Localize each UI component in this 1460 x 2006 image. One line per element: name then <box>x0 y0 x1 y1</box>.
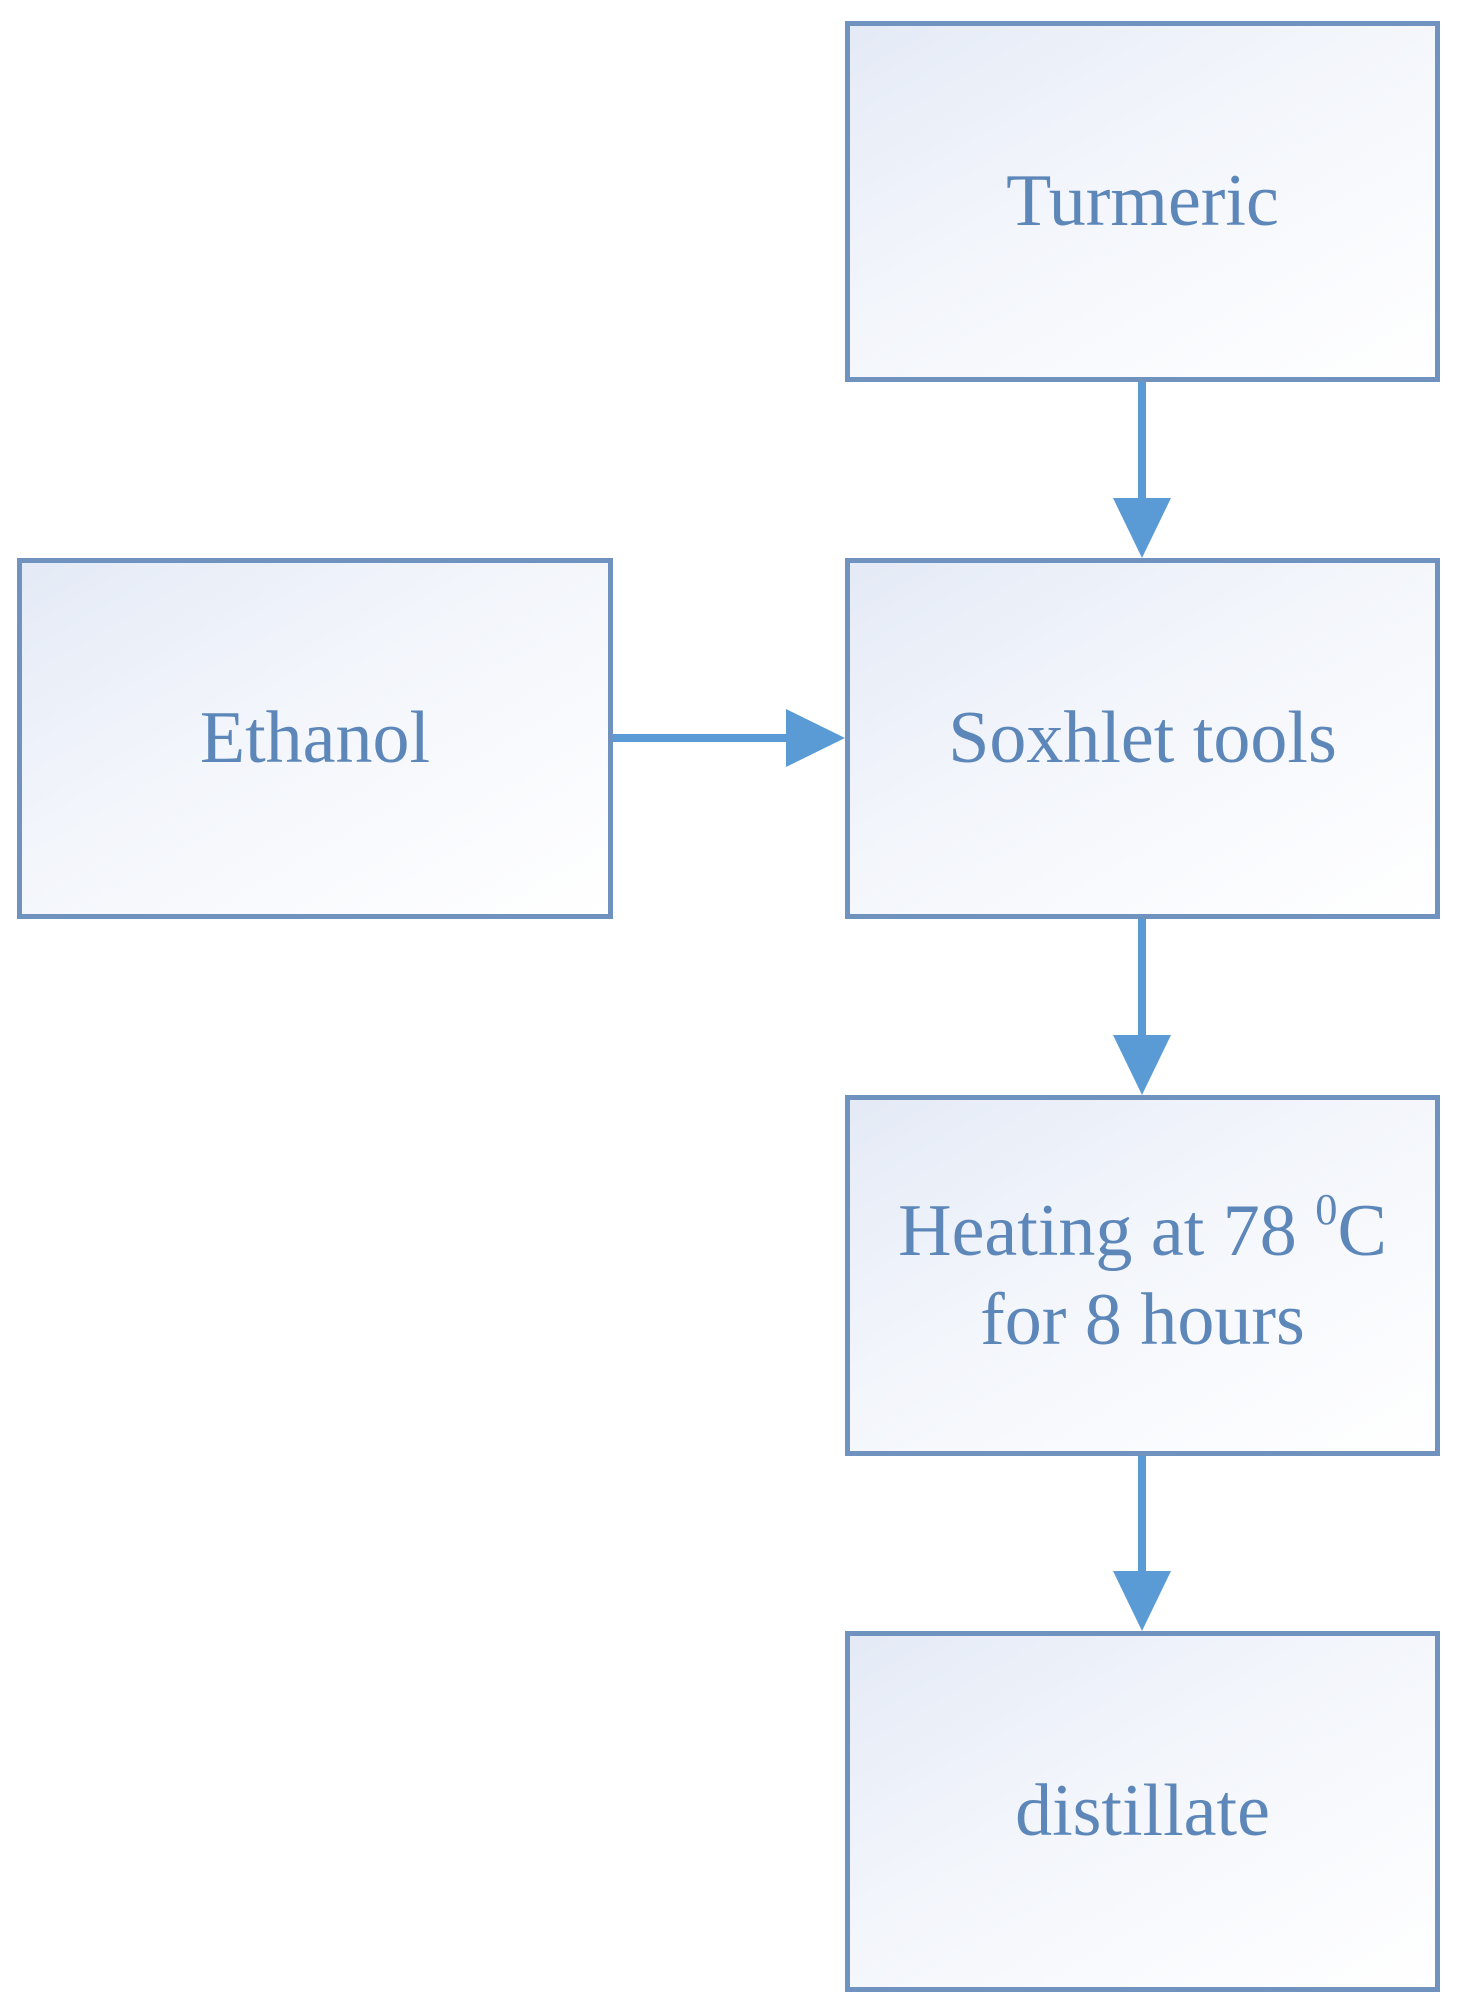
arrow-turmeric-to-soxhlet <box>1113 382 1171 558</box>
node-ethanol: Ethanol <box>17 558 613 919</box>
arrow-ethanol-to-soxhlet <box>613 709 845 767</box>
arrow-heating-to-distillate <box>1113 1456 1171 1631</box>
node-heating: Heating at 78 0C for 8 hours <box>845 1095 1440 1456</box>
arrow-soxhlet-to-heating <box>1113 919 1171 1095</box>
node-heating-degree-superscript: 0 <box>1315 1183 1338 1234</box>
node-distillate-label: distillate <box>1015 1770 1270 1853</box>
node-soxhlet-tools: Soxhlet tools <box>845 558 1440 919</box>
node-heating-line1-prefix: Heating at 78 <box>898 1189 1316 1272</box>
node-turmeric-label: Turmeric <box>1006 160 1279 243</box>
node-heating-line2: for 8 hours <box>980 1278 1305 1361</box>
node-soxhlet-tools-label: Soxhlet tools <box>948 697 1337 780</box>
node-distillate: distillate <box>845 1631 1440 1992</box>
node-heating-line1-suffix: C <box>1337 1189 1387 1272</box>
node-heating-line1: Heating at 78 0C <box>898 1183 1387 1276</box>
node-heating-label: Heating at 78 0C for 8 hours <box>898 1183 1387 1365</box>
node-turmeric: Turmeric <box>845 21 1440 382</box>
node-ethanol-label: Ethanol <box>199 697 431 780</box>
